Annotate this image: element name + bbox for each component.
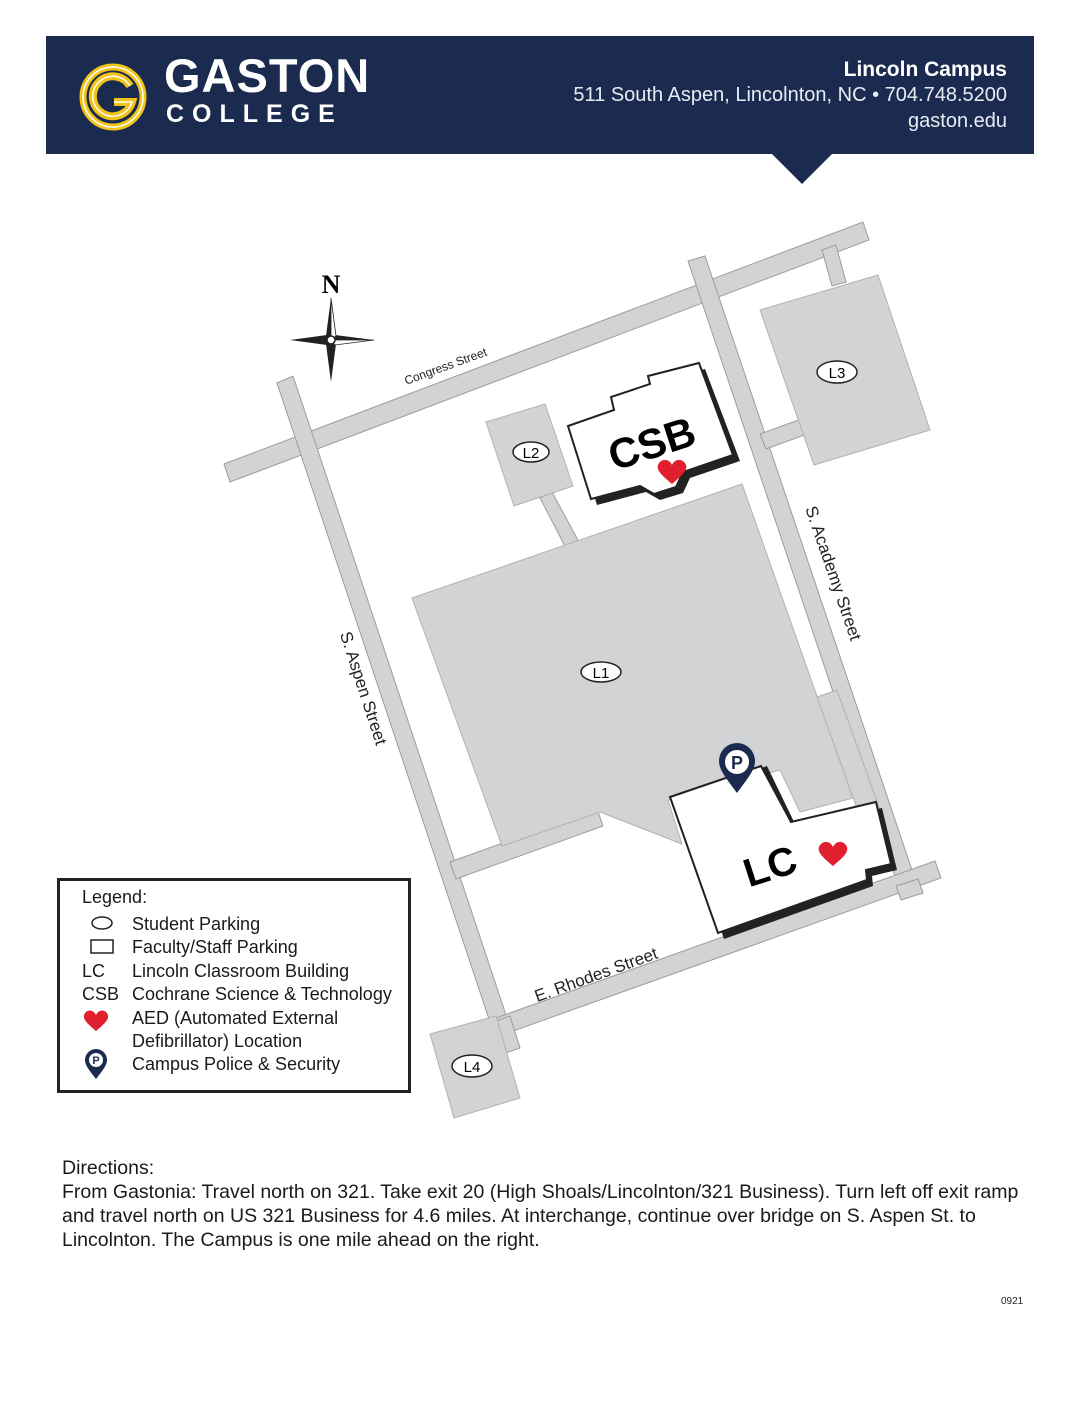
lot-l2-badge [512,441,550,463]
directions-heading: Directions: [62,1157,155,1179]
lot-l3-label: L3 [829,365,846,382]
police-pin-icon: P [85,1049,107,1079]
gaston-logo-icon [79,63,147,131]
aed-heart-icon-csb [657,459,687,484]
legend-student-parking: Student Parking [60,914,420,936]
faculty-parking-symbol-icon [90,939,114,954]
logo-wordmark-gaston: GASTON [164,49,371,102]
lot-l1-badge [580,661,622,683]
legend-lc: LC Lincoln Classroom Building [60,961,420,983]
map-legend: Legend: Student Parking Faculty/Staff Pa… [57,878,411,1093]
svg-text:P: P [92,1055,99,1067]
compass-north-label: N [322,270,341,299]
header-pointer [772,154,832,184]
legend-csb-abbr: CSB [82,984,120,1004]
legend-aed-label-line1: AED (Automated External [132,1008,339,1028]
campus-map: L1 L2 L3 L4 CSB LC P Congress Street S. … [223,221,942,1119]
compass-icon: N [290,270,375,382]
directions-section: Directions: From Gastonia: Travel north … [62,1156,1042,1252]
legend-student-parking-label: Student Parking [132,914,261,934]
legend-faculty-parking: Faculty/Staff Parking [60,937,420,959]
legend-lc-abbr: LC [82,961,106,981]
streets [223,221,942,1057]
header-banner [46,36,1034,154]
aed-heart-icon-lc [818,841,848,866]
legend-csb-label: Cochrane Science & Technology [132,984,392,1004]
campus-website: gaston.edu [908,110,1007,132]
lot-l2-label: L2 [523,445,540,462]
street-stub-east [895,878,924,901]
legend-faculty-parking-label: Faculty/Staff Parking [132,937,298,957]
legend-police-label: Campus Police & Security [132,1054,341,1074]
directions-body: From Gastonia: Travel north on 321. Take… [62,1181,1019,1251]
building-csb [566,361,735,501]
legend-aed-cont: Defibrillator) Location [60,1031,420,1053]
street-stub-ne [821,244,847,287]
legend-aed: AED (Automated External [60,1008,420,1031]
logo-wordmark-college: COLLEGE [166,100,343,128]
student-parking-symbol-icon [91,916,113,930]
buildings [566,361,897,939]
legend-lc-label: Lincoln Classroom Building [132,961,350,981]
campus-title: Lincoln Campus [843,58,1007,81]
legend-csb: CSB Cochrane Science & Technology [60,984,420,1006]
l2-drive [539,491,581,549]
lot-l4-badge [451,1054,493,1078]
aed-heart-icon [83,1010,109,1031]
building-lc [668,764,893,935]
legend-police: P Campus Police & Security [60,1049,420,1079]
legend-aed-label-line2: Defibrillator) Location [132,1031,303,1051]
campus-address: 511 South Aspen, Lincolnton, NC • 704.74… [573,84,1007,106]
lot-l4-label: L4 [464,1059,481,1076]
svg-text:P: P [731,753,743,773]
police-pin-icon: P [719,743,755,793]
legend-title: Legend: [82,887,148,907]
document-code: 0921 [1001,1296,1024,1307]
lot-l3-badge [816,360,858,384]
lot-l1-label: L1 [593,665,610,682]
lot-labels: L1 L2 L3 L4 [451,360,858,1078]
